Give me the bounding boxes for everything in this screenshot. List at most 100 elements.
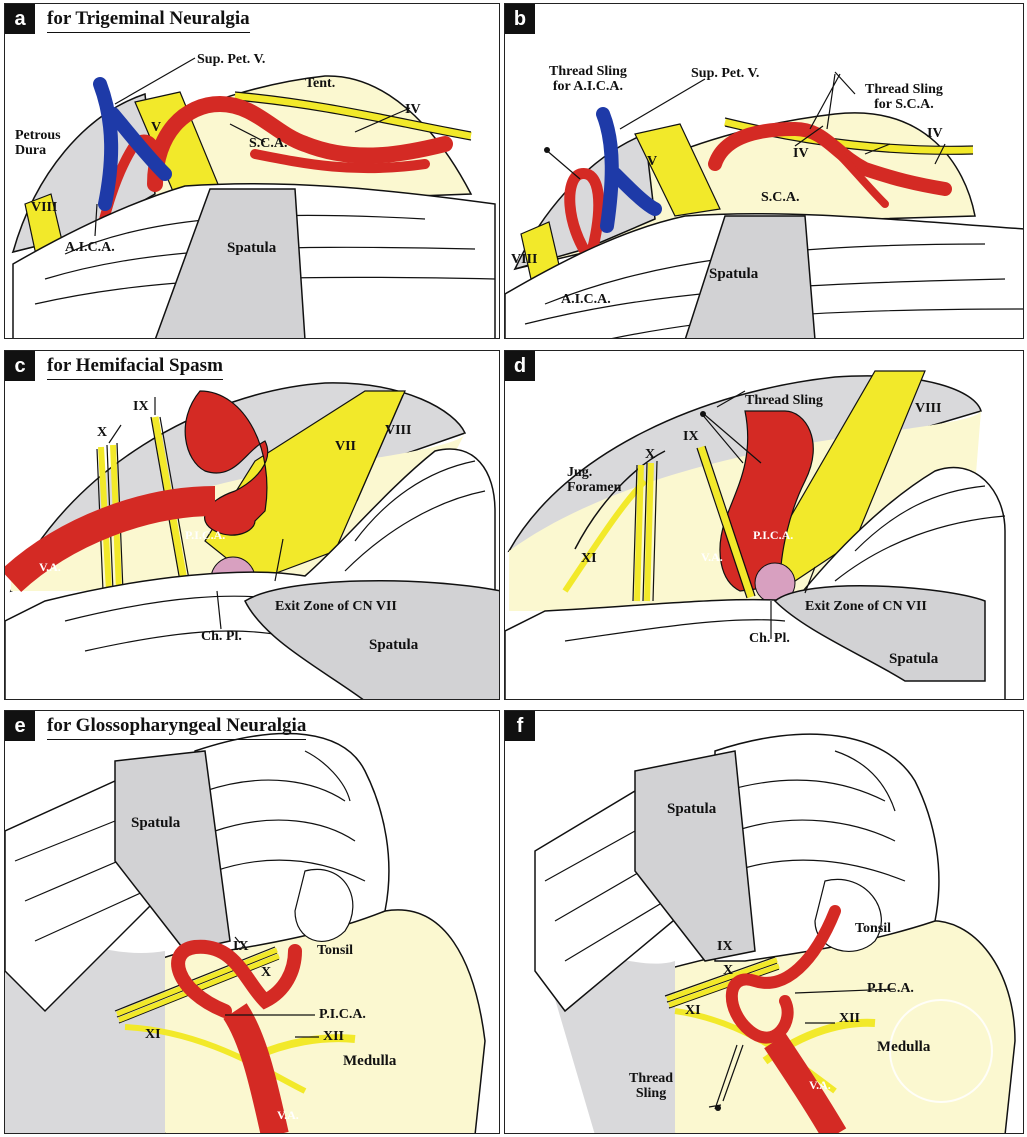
label-spatula: Spatula [369,637,419,653]
panel-letter: c [5,351,35,381]
label-spatula: Spatula [889,651,939,667]
cranial-nerve-xi [124,1024,307,1094]
label-tonsil: Tonsil [855,921,892,936]
spatula [684,215,816,338]
pica [171,939,302,1018]
label-pica: P.I.C.A. [867,981,914,996]
thread-knot [544,147,550,153]
panel-f: f Spatula Tonsil IX X P.I.C.A. XI XII Me… [504,710,1024,1134]
panel-letter: d [505,351,535,381]
spatula [773,585,986,682]
cranial-nerve-iv [234,92,472,140]
label-ix: IX [717,939,733,954]
pica [184,390,269,536]
label-ix: IX [133,399,149,414]
label-iv-inner: IV [793,146,809,161]
vertebral-artery [223,1003,289,1133]
spatula [244,580,499,699]
glossopharyngeal-decompression-illustration [534,733,1016,1133]
panel-title: for Glossopharyngeal Neuralgia [47,715,307,740]
label-spatula: Spatula [131,815,181,831]
label-v: V [647,154,658,169]
label-exit-zone: Exit Zone of CN VII [805,599,927,614]
label-ix: IX [683,429,699,444]
label-thread-sling: Thread Sling [629,1071,674,1102]
watermark-logo [889,999,993,1103]
label-xi: XI [581,551,597,566]
thread-knot [715,1105,721,1111]
panel-e: e for Glossopharyngeal Neuralgia Spatula… [4,710,500,1134]
label-exit-zone: Exit Zone of CN VII [275,599,397,614]
label-pica: P.I.C.A. [753,528,794,542]
panel-a: a for Trigeminal Neuralgia Sup. Pet. V. … [4,3,500,339]
label-va: V.A. [701,550,723,564]
panel-letter: b [505,4,535,34]
label-tent: Tent. [305,76,336,91]
cranial-nerve-x [664,956,780,1009]
label-tonsil: Tonsil [317,943,354,958]
label-va: V.A. [277,1108,299,1122]
label-thread-sling: Thread Sling [745,393,823,408]
hemifacial-spasm-illustration [5,382,499,699]
cranial-nerve-v [634,123,721,217]
panel-title: for Trigeminal Neuralgia [47,8,250,33]
pica [725,905,841,1044]
vertebral-artery [764,1033,847,1133]
label-xii: XII [839,1011,861,1026]
label-thread-sling-sca: Thread Sling for S.C.A. [865,82,943,113]
cerebellum [714,733,940,962]
label-xi: XI [145,1027,161,1042]
label-viii: VIII [915,401,942,416]
superior-petrosal-vein [596,107,662,233]
cranial-nerve-ix [697,445,755,599]
label-spatula: Spatula [227,240,277,256]
label-thread-sling-aica: Thread Sling for A.I.C.A. [549,64,627,95]
label-medulla: Medulla [343,1053,397,1069]
thread-knot [700,411,706,417]
label-va: V.A. [809,1078,831,1092]
cranial-nerve-x [632,460,658,602]
panel-d: d Thread Sling VIII IX X Jug. Foramen XI… [504,350,1024,700]
vertebral-artery [5,486,216,593]
label-x: X [723,963,734,978]
panel-b: b Thread Sling for A.I.C.A. Sup. Pet. V.… [504,3,1024,339]
tonsil [294,868,354,942]
superior-petrosal-vein [93,77,172,211]
label-va: V.A. [39,560,61,574]
label-ix: IX [233,939,249,954]
label-sca: S.C.A. [761,190,800,205]
aica [564,168,605,265]
label-spatula: Spatula [709,266,759,282]
panel-letter: e [5,711,35,741]
superior-cerebellar-artery [147,95,453,192]
label-ch-pl: Ch. Pl. [201,629,242,644]
hemifacial-decompression-illustration [505,370,1006,699]
panel-letter: a [5,4,35,34]
spatula [634,750,756,962]
label-sup-pet-v: Sup. Pet. V. [691,66,760,81]
label-viii: VIII [511,252,538,267]
jugular-foramen [574,450,666,550]
label-xi: XI [685,1003,701,1018]
label-pica: P.I.C.A. [319,1007,366,1022]
label-vii: VII [335,439,357,454]
label-pica: P.I.C.A. [185,528,226,542]
spatula [154,188,306,338]
panel-title: for Hemifacial Spasm [47,355,223,380]
label-iv: IV [927,126,943,141]
label-v: V [151,120,162,135]
label-iv: IV [405,102,421,117]
label-jug-foramen: Jug. Foramen [567,465,622,496]
label-xii: XII [323,1029,345,1044]
label-x: X [261,965,272,980]
label-sup-pet-v: Sup. Pet. V. [197,52,266,67]
glossopharyngeal-illustration [5,732,486,1133]
label-aica: A.I.C.A. [65,240,115,255]
trigeminal-illustration [11,57,496,338]
label-x: X [645,447,656,462]
label-x: X [97,425,108,440]
panel-letter: f [505,711,535,741]
label-petrous-dura: Petrous Dura [15,128,61,159]
label-aica: A.I.C.A. [561,292,611,307]
label-sca: S.C.A. [249,136,288,151]
